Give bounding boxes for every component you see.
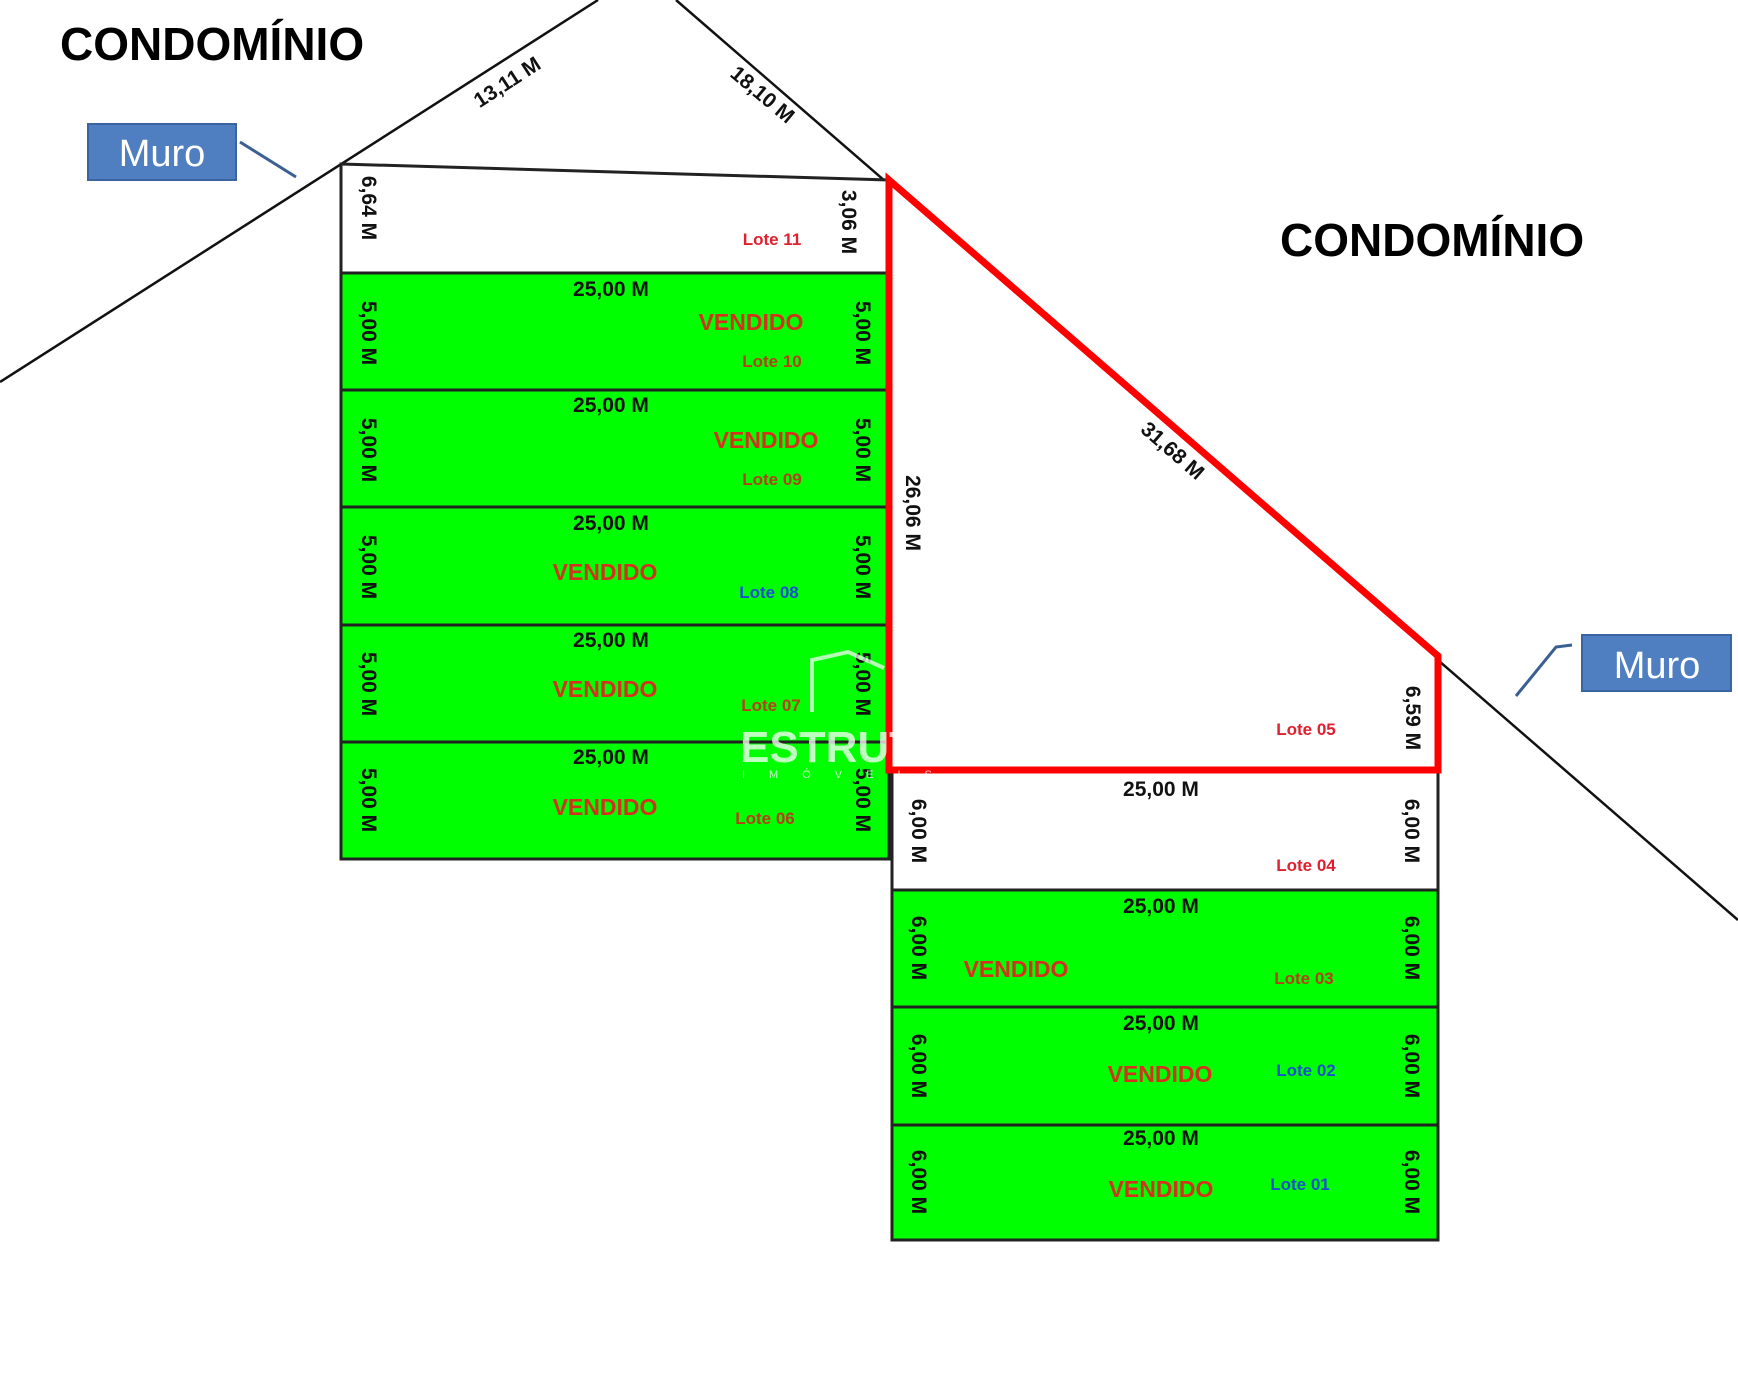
- sold-label: VENDIDO: [714, 427, 819, 453]
- lot-03[interactable]: [890, 888, 1440, 1009]
- muro-label-left: Muro: [119, 133, 206, 175]
- lot-08-labels: 25,00 M VENDIDO Lote 08 5,00 M 5,00 M: [357, 512, 874, 602]
- sold-label: VENDIDO: [1108, 1061, 1213, 1087]
- lot-11[interactable]: [339, 162, 891, 275]
- sold-label: VENDIDO: [1109, 1176, 1214, 1202]
- dim-top-right: 18,10 M: [726, 62, 799, 128]
- lot-length: 25,00 M: [573, 512, 649, 535]
- dim-lot11-right: 3,06 M: [837, 190, 860, 254]
- lot-09-label: Lote 09: [742, 470, 802, 489]
- dim-lot11-left: 6,64 M: [357, 176, 380, 240]
- dim-lot05-left: 26,06 M: [901, 475, 924, 551]
- lot-07-label: Lote 07: [741, 696, 801, 715]
- muro-box-right: [1581, 634, 1732, 692]
- lot-02-label: Lote 02: [1276, 1061, 1336, 1080]
- sold-label: VENDIDO: [553, 559, 658, 585]
- lot-06-labels: 25,00 M VENDIDO Lote 06 5,00 M 5,00 M: [357, 746, 874, 832]
- lot-width-left: 6,00 M: [907, 799, 930, 863]
- lot-07[interactable]: [339, 623, 891, 744]
- lot-08-label: Lote 08: [739, 583, 799, 602]
- lot-06[interactable]: [339, 740, 891, 861]
- muro-pointer-right: [1514, 643, 1573, 697]
- lot-05-highlight[interactable]: [885, 172, 1442, 774]
- condominio-label-left: CONDOMÍNIO: [60, 18, 364, 70]
- lot-width-right: 5,00 M: [851, 418, 874, 482]
- lot-10-labels: 25,00 M VENDIDO Lote 10 5,00 M 5,00 M: [357, 278, 874, 371]
- lot-10-label: Lote 10: [742, 352, 802, 371]
- lot-width-left: 6,00 M: [907, 916, 930, 980]
- lot-length: 25,00 M: [573, 629, 649, 652]
- lot-width-right: 5,00 M: [851, 535, 874, 599]
- dim-top-left: 13,11 M: [470, 53, 545, 113]
- lot-width-left: 5,00 M: [357, 652, 380, 716]
- lot-width-right: 6,00 M: [1400, 799, 1423, 863]
- lot-width-left: 5,00 M: [357, 418, 380, 482]
- muro-label-right: Muro: [1614, 645, 1701, 687]
- watermark-logo: ESTRUT IMÓVEIS: [740, 649, 956, 781]
- lot-length: 25,00 M: [573, 746, 649, 769]
- lot-10[interactable]: [339, 271, 891, 392]
- house-icon: [810, 649, 885, 712]
- lot-03-labels: 25,00 M VENDIDO Lote 03 6,00 M 6,00 M: [907, 895, 1423, 988]
- lot-width-right: 6,00 M: [1400, 916, 1423, 980]
- sold-label: VENDIDO: [699, 309, 804, 335]
- dim-lot05-right: 6,59 M: [1401, 686, 1424, 750]
- muro-box-left: [87, 123, 237, 181]
- watermark-subtext: IMÓVEIS: [742, 768, 956, 781]
- lot-04-label: Lote 04: [1276, 856, 1336, 875]
- lot-11-label: Lote 11: [743, 230, 802, 249]
- condominio-label-right: CONDOMÍNIO: [1280, 214, 1584, 266]
- lot-02-labels: 25,00 M VENDIDO Lote 02 6,00 M 6,00 M: [907, 1012, 1423, 1098]
- sold-label: VENDIDO: [553, 794, 658, 820]
- lot-07-labels: 25,00 M VENDIDO Lote 07 5,00 M 5,00 M: [357, 629, 874, 716]
- lot-width-left: 5,00 M: [357, 301, 380, 365]
- lot-04-labels: 25,00 M Lote 04 6,00 M 6,00 M: [907, 778, 1423, 875]
- lot-03-label: Lote 03: [1274, 969, 1334, 988]
- lot-05-label: Lote 05: [1276, 720, 1336, 739]
- lot-width-right: 5,00 M: [851, 768, 874, 832]
- lot-width-right: 6,00 M: [1400, 1150, 1423, 1214]
- lot-width-right: 6,00 M: [1400, 1034, 1423, 1098]
- lot-length: 25,00 M: [573, 394, 649, 417]
- lot-01-label: Lote 01: [1270, 1175, 1330, 1194]
- sold-label: VENDIDO: [553, 676, 658, 702]
- lot-length: 25,00 M: [1123, 1127, 1199, 1150]
- lot-length: 25,00 M: [1123, 778, 1199, 801]
- sold-label: VENDIDO: [964, 956, 1069, 982]
- lot-09[interactable]: [339, 388, 891, 509]
- lot-width-left: 5,00 M: [357, 768, 380, 832]
- lot-width-left: 6,00 M: [907, 1034, 930, 1098]
- lot-09-labels: 25,00 M VENDIDO Lote 09 5,00 M 5,00 M: [357, 394, 874, 489]
- lot-08[interactable]: [339, 505, 891, 627]
- lot-width-left: 5,00 M: [357, 535, 380, 599]
- lot-01[interactable]: [890, 1123, 1440, 1242]
- lot-width-left: 6,00 M: [907, 1150, 930, 1214]
- lot-length: 25,00 M: [1123, 895, 1199, 918]
- lot-width-right: 5,00 M: [851, 652, 874, 716]
- muro-pointer-left: [239, 140, 297, 179]
- lot-01-labels: 25,00 M VENDIDO Lote 01 6,00 M 6,00 M: [907, 1127, 1423, 1214]
- boundary-left: [0, 0, 599, 384]
- lot-06-label: Lote 06: [735, 809, 795, 828]
- lot-width-right: 5,00 M: [851, 301, 874, 365]
- lot-length: 25,00 M: [1123, 1012, 1199, 1035]
- watermark-text: ESTRUT: [740, 723, 916, 772]
- lot-length: 25,00 M: [573, 278, 649, 301]
- lot-04[interactable]: [890, 770, 1440, 892]
